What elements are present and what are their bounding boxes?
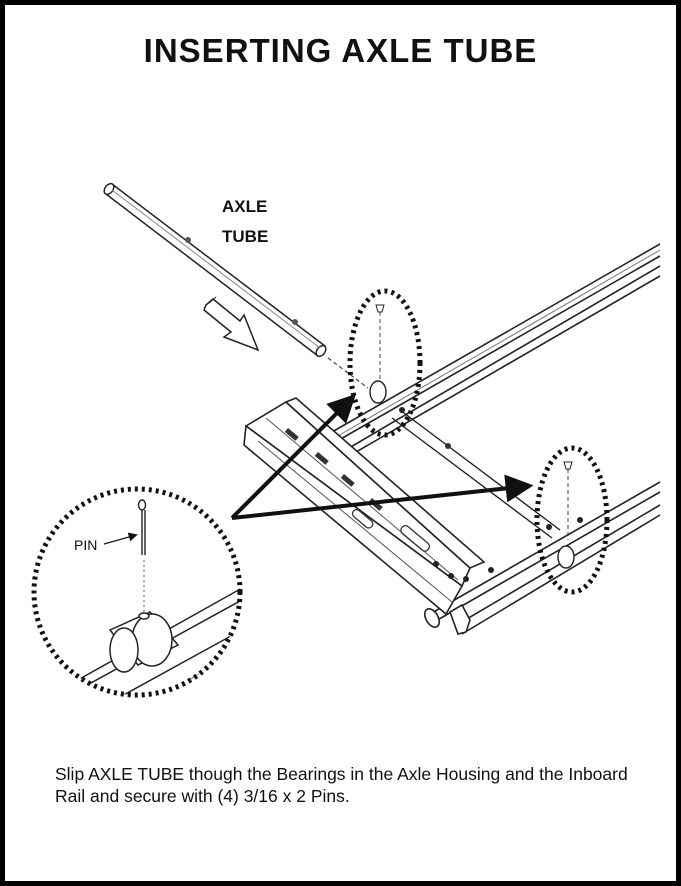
inboard-rail: [317, 243, 661, 471]
axle-tube-label-line2: TUBE: [222, 227, 268, 246]
pointer-arrows: [230, 394, 534, 520]
axle-housing: [243, 397, 494, 616]
instruction-caption: Slip AXLE TUBE though the Bearings in th…: [55, 764, 628, 806]
cross-member: [391, 409, 561, 539]
axle-tube: [103, 182, 327, 358]
assembly-illustration: PIN AXLE TUBE: [31, 182, 661, 698]
insertion-direction-arrow: [203, 296, 260, 352]
outboard-rail: [423, 481, 661, 635]
pin-icon: [137, 499, 147, 555]
lower-bearing-callout: [534, 445, 610, 595]
pin-detail-view: PIN: [31, 486, 243, 698]
pin-label: PIN: [74, 537, 97, 553]
pin-label-leader: [103, 532, 138, 545]
page-title: INSERTING AXLE TUBE: [143, 32, 538, 69]
upper-bearing-callout: [347, 288, 423, 438]
axle-tube-label-line1: AXLE: [222, 197, 267, 216]
